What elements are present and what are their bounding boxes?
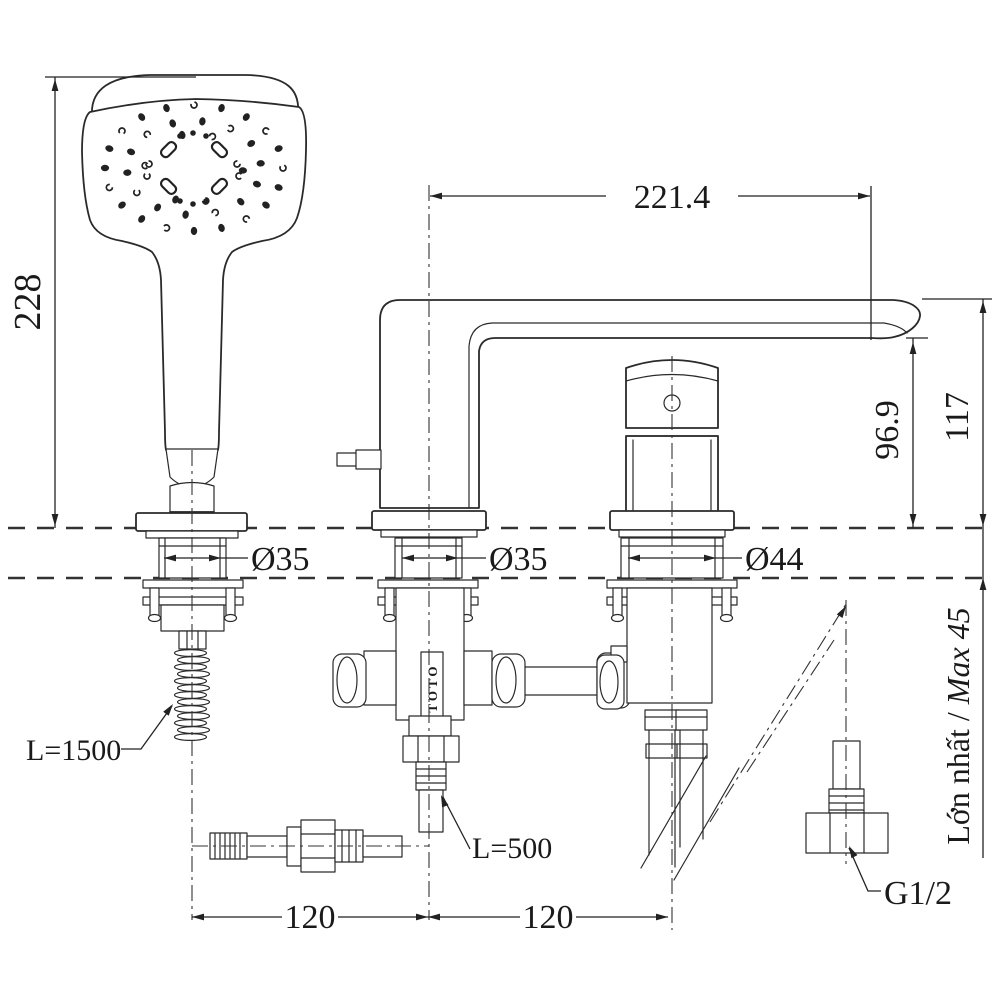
label-valve-hose-length: L=500 <box>472 832 552 865</box>
hand-shower <box>81 74 308 741</box>
g12-fitting <box>805 740 889 854</box>
diverter-knob <box>336 452 358 467</box>
brand-label: TOTO <box>425 663 440 712</box>
shower-handle-connector <box>169 481 215 513</box>
spout-body <box>379 299 921 509</box>
valve-hose <box>418 789 444 833</box>
coupling-nut-right <box>491 653 526 708</box>
dim-pitch-left: 120 <box>285 899 336 936</box>
dim-spout-reach: 221.4 <box>634 179 711 216</box>
handle-valve <box>596 359 740 881</box>
centerlines <box>191 185 847 930</box>
dim-dia-shower: Ø35 <box>251 541 310 578</box>
shower-nozzle-pattern <box>100 101 287 236</box>
dim-dia-spout: Ø35 <box>489 541 548 578</box>
dim-pitch-right: 120 <box>523 899 574 936</box>
dimensions: 228 221.4 117 96.9 Lớn nhất / Max 45 Ø35… <box>7 76 992 936</box>
shower-hose-coil <box>173 648 211 741</box>
dim-dia-valve: Ø44 <box>745 541 804 578</box>
dim-height-outlet: 96.9 <box>869 400 906 460</box>
spout: TOTO <box>332 299 921 833</box>
deck-lines <box>8 526 992 580</box>
mounting-bracket <box>142 579 244 589</box>
label-shower-hose-length: L=1500 <box>26 734 121 767</box>
deck-thickness-note: Lớn nhất / Max 45 <box>940 607 976 844</box>
dim-shower-height: 228 <box>7 274 49 331</box>
dim-height-top: 117 <box>939 392 976 442</box>
dimension-arrowheads <box>51 79 987 921</box>
outlet-hoses <box>648 729 704 868</box>
label-thread: G1/2 <box>884 875 952 912</box>
coupling-nut-left <box>332 653 367 708</box>
shower-head-face <box>81 98 308 451</box>
